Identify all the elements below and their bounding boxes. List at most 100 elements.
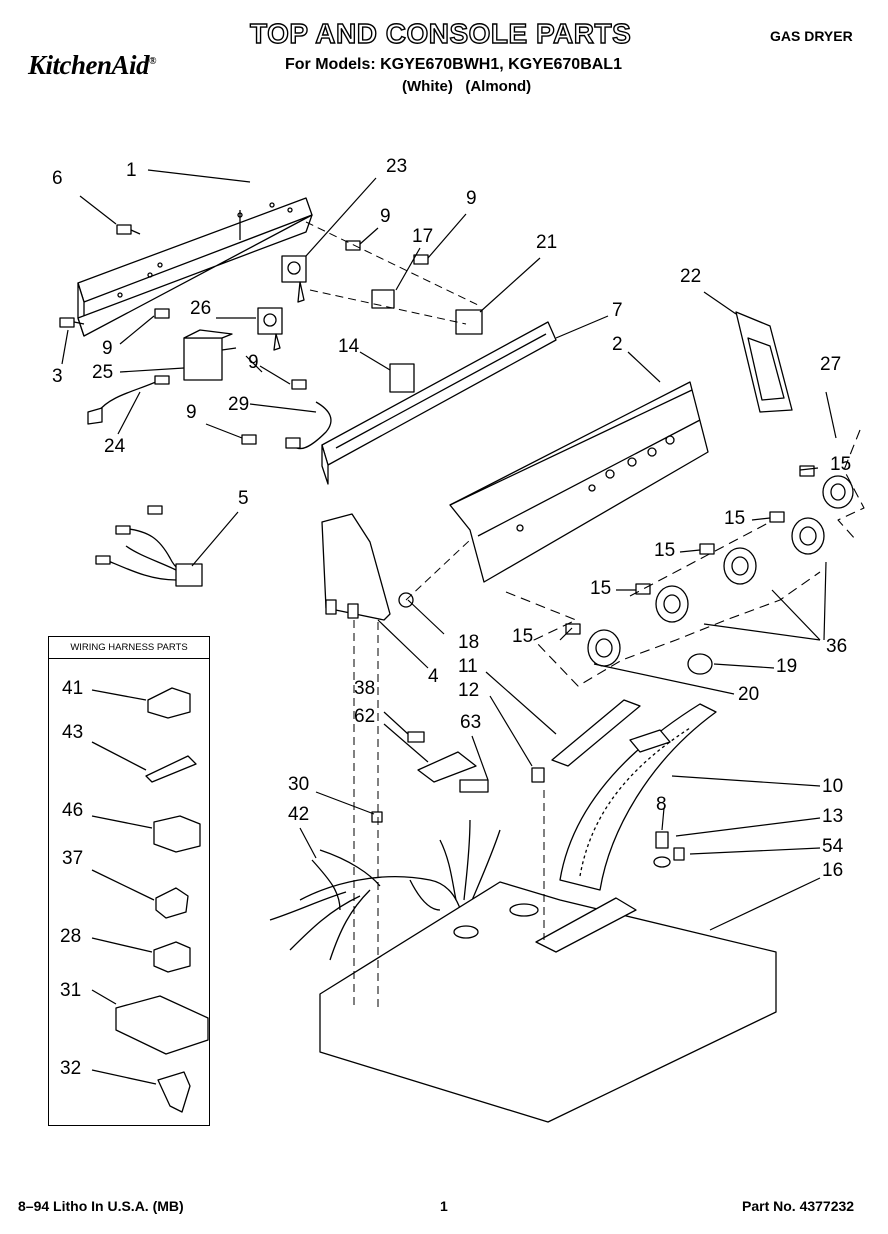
part-37-connector bbox=[91, 869, 189, 919]
callout-7: 7 bbox=[612, 300, 623, 321]
part-31-connector-block bbox=[91, 989, 209, 1055]
part-46-connector bbox=[91, 815, 201, 853]
callout-9a: 9 bbox=[380, 206, 391, 227]
callout-9e: 9 bbox=[186, 402, 197, 423]
part-2-console bbox=[449, 381, 709, 583]
callout-41: 41 bbox=[62, 678, 84, 699]
callout-14: 14 bbox=[338, 336, 360, 357]
callout-2: 2 bbox=[612, 334, 623, 355]
part-23-switch bbox=[281, 255, 307, 303]
part-17-bracket bbox=[371, 289, 395, 309]
part-30-clip bbox=[371, 811, 383, 823]
callout-15e: 15 bbox=[512, 626, 534, 647]
callout-leaders bbox=[61, 169, 837, 931]
page-number: 1 bbox=[440, 1198, 448, 1214]
models-line: For Models: KGYE670BWH1, KGYE670BAL1 bbox=[285, 56, 622, 73]
callout-22: 22 bbox=[680, 266, 702, 287]
callout-29: 29 bbox=[228, 394, 250, 415]
callout-27: 27 bbox=[820, 354, 842, 375]
callout-30: 30 bbox=[288, 774, 310, 795]
knob-group-outline bbox=[505, 429, 865, 687]
part-28-connector bbox=[91, 937, 191, 973]
callout-28: 28 bbox=[60, 926, 82, 947]
page-title: TOP AND CONSOLE PARTS bbox=[249, 17, 632, 49]
part-42-main-harness bbox=[269, 819, 501, 961]
callout-13: 13 bbox=[822, 806, 844, 827]
callout-15b: 15 bbox=[724, 508, 746, 529]
part-25-timer bbox=[183, 329, 237, 381]
callout-62: 62 bbox=[354, 706, 376, 727]
alignment-lines bbox=[305, 221, 545, 1012]
callout-32: 32 bbox=[60, 1058, 82, 1079]
callout-9d: 9 bbox=[248, 352, 259, 373]
harness-box-parts bbox=[91, 687, 209, 1113]
callout-8: 8 bbox=[656, 794, 667, 815]
callout-38: 38 bbox=[354, 678, 376, 699]
part-26-switch bbox=[257, 307, 283, 351]
callout-54: 54 bbox=[822, 836, 844, 857]
part-10-lint-panel bbox=[559, 703, 717, 891]
callout-9c: 9 bbox=[102, 338, 113, 359]
callout-26: 26 bbox=[190, 298, 212, 319]
product-type: GAS DRYER bbox=[770, 28, 853, 44]
callout-25: 25 bbox=[92, 362, 114, 383]
part-12-clip bbox=[531, 767, 545, 783]
brand-logo: KitchenAid® bbox=[28, 50, 157, 81]
colors-line: (White) (Almond) bbox=[402, 78, 532, 95]
part-3-screw bbox=[59, 317, 85, 328]
callout-1: 1 bbox=[126, 160, 137, 181]
part-9-screws bbox=[154, 240, 429, 445]
part-16-top-panel bbox=[319, 881, 777, 1123]
part-1-mounting-plate bbox=[77, 197, 313, 337]
part-32-clip bbox=[91, 1069, 191, 1113]
callout-11: 11 bbox=[458, 656, 478, 677]
wiring-harness-title: WIRING HARNESS PARTS bbox=[49, 637, 209, 659]
part-14-switch bbox=[389, 363, 415, 393]
callout-15a: 15 bbox=[830, 454, 852, 475]
wiring-harness-box: WIRING HARNESS PARTS bbox=[48, 636, 210, 1126]
callout-63: 63 bbox=[460, 712, 482, 733]
part-8-13-54-fasteners bbox=[653, 831, 685, 868]
callout-4: 4 bbox=[428, 666, 439, 687]
callout-3: 3 bbox=[52, 366, 63, 387]
callout-15d: 15 bbox=[590, 578, 612, 599]
part-7-console-rear-panel bbox=[321, 321, 557, 485]
print-info: 8–94 Litho In U.S.A. (MB) bbox=[18, 1198, 184, 1214]
callout-16: 16 bbox=[822, 860, 844, 881]
part-number: Part No. 4377232 bbox=[742, 1198, 855, 1214]
callout-42: 42 bbox=[288, 804, 310, 825]
callout-46: 46 bbox=[62, 800, 84, 821]
callout-12: 12 bbox=[458, 680, 480, 701]
callout-24: 24 bbox=[104, 436, 126, 457]
callout-17: 17 bbox=[412, 226, 434, 247]
callout-37: 37 bbox=[62, 848, 84, 869]
part-41-connector bbox=[91, 687, 191, 719]
part-29-harness bbox=[285, 401, 332, 450]
part-5-harness bbox=[95, 505, 203, 587]
part-4-console-end bbox=[321, 513, 391, 621]
callout-6: 6 bbox=[52, 168, 63, 189]
part-15-shafts bbox=[565, 465, 815, 635]
callout-43: 43 bbox=[62, 722, 84, 743]
callout-31: 31 bbox=[60, 980, 82, 1001]
callout-10: 10 bbox=[822, 776, 844, 797]
part-22-endcap bbox=[735, 311, 793, 413]
callout-15c: 15 bbox=[654, 540, 676, 561]
callout-9b: 9 bbox=[466, 188, 477, 209]
callout-19: 19 bbox=[776, 656, 798, 677]
part-11-panel bbox=[551, 699, 641, 767]
part-38-62-63 bbox=[407, 731, 489, 793]
callout-5: 5 bbox=[238, 488, 249, 509]
part-21-bracket bbox=[455, 309, 483, 335]
callout-36: 36 bbox=[826, 636, 848, 657]
callout-18: 18 bbox=[458, 632, 480, 653]
callout-21: 21 bbox=[536, 232, 558, 253]
part-19-knob-small bbox=[687, 653, 713, 675]
registered-mark: ® bbox=[149, 56, 157, 67]
callout-23: 23 bbox=[386, 156, 408, 177]
part-24-wire bbox=[87, 375, 170, 425]
part-43-terminal bbox=[91, 741, 197, 783]
part-36-knobs bbox=[587, 475, 854, 667]
brand-name: KitchenAid bbox=[28, 50, 150, 80]
